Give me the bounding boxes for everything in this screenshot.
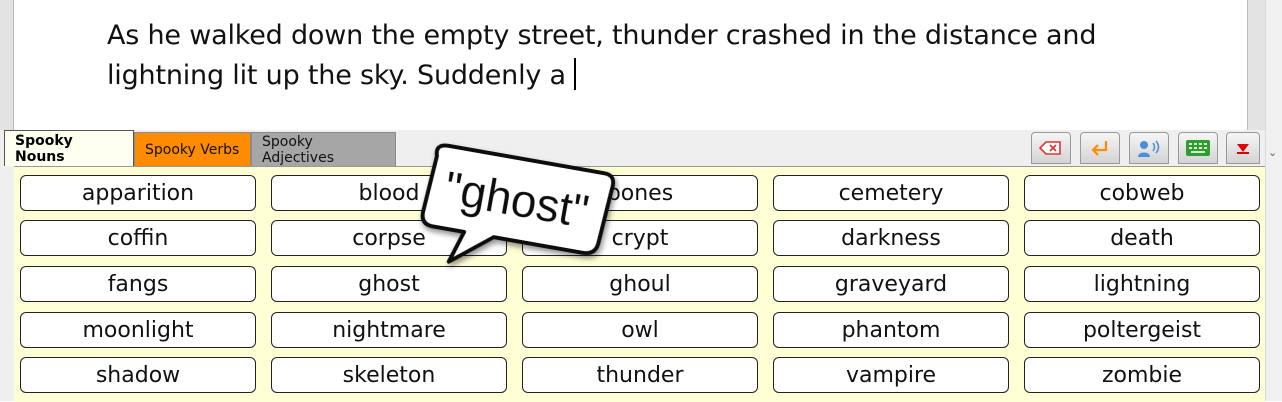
keyboard-button[interactable] xyxy=(1178,132,1218,164)
word-button-owl[interactable]: owl xyxy=(522,312,758,348)
tab-spooky-adjectives[interactable]: Spooky Adjectives xyxy=(251,132,396,166)
word-button-skeleton[interactable]: skeleton xyxy=(271,357,507,393)
keyboard-icon xyxy=(1186,140,1210,156)
word-button-lightning[interactable]: lightning xyxy=(1024,266,1260,302)
vertical-scrollbar[interactable] xyxy=(1265,0,1282,401)
word-button-cobweb[interactable]: cobweb xyxy=(1024,175,1260,211)
document-line-1: As he walked down the empty street, thun… xyxy=(107,20,1097,51)
word-button-ghoul[interactable]: ghoul xyxy=(522,266,758,302)
scroll-down-arrow-icon[interactable]: ⌄ xyxy=(1268,146,1278,159)
speech-bubble: "ghost" xyxy=(405,140,620,300)
speak-button[interactable] xyxy=(1129,132,1169,164)
word-button-darkness[interactable]: darkness xyxy=(773,220,1009,256)
tab-spooky-nouns[interactable]: Spooky Nouns xyxy=(4,130,134,166)
backspace-button[interactable] xyxy=(1031,132,1071,164)
backspace-icon xyxy=(1039,141,1061,155)
word-button-fangs[interactable]: fangs xyxy=(20,266,256,302)
document-line-2-text: lightning lit up the sky. Suddenly a xyxy=(107,60,566,91)
page-margin-left xyxy=(0,0,14,130)
document-area[interactable]: As he walked down the empty street, thun… xyxy=(0,0,1282,130)
word-button-poltergeist[interactable]: poltergeist xyxy=(1024,312,1260,348)
enter-icon xyxy=(1091,141,1108,156)
word-button-vampire[interactable]: vampire xyxy=(773,357,1009,393)
text-caret xyxy=(573,58,576,90)
collapse-button[interactable] xyxy=(1226,132,1260,164)
tab-spooky-verbs[interactable]: Spooky Verbs xyxy=(134,132,251,166)
document-line-2: lightning lit up the sky. Suddenly a xyxy=(107,56,1227,96)
word-button-nightmare[interactable]: nightmare xyxy=(271,312,507,348)
speak-icon xyxy=(1138,140,1160,157)
collapse-icon xyxy=(1237,144,1249,154)
page-margin-right xyxy=(1247,0,1265,130)
word-button-shadow[interactable]: shadow xyxy=(20,357,256,393)
word-prediction-panel: Spooky Nouns Spooky Verbs Spooky Adjecti… xyxy=(0,130,1265,402)
enter-button[interactable] xyxy=(1080,132,1120,164)
word-button-apparition[interactable]: apparition xyxy=(20,175,256,211)
word-button-graveyard[interactable]: graveyard xyxy=(773,266,1009,302)
word-button-death[interactable]: death xyxy=(1024,220,1260,256)
word-button-zombie[interactable]: zombie xyxy=(1024,357,1260,393)
speech-bubble-shape: "ghost" xyxy=(420,143,616,264)
word-button-thunder[interactable]: thunder xyxy=(522,357,758,393)
word-button-coffin[interactable]: coffin xyxy=(20,220,256,256)
word-button-phantom[interactable]: phantom xyxy=(773,312,1009,348)
word-button-ghost[interactable]: ghost xyxy=(271,266,507,302)
word-button-moonlight[interactable]: moonlight xyxy=(20,312,256,348)
document-text[interactable]: As he walked down the empty street, thun… xyxy=(107,16,1227,96)
word-button-cemetery[interactable]: cemetery xyxy=(773,175,1009,211)
